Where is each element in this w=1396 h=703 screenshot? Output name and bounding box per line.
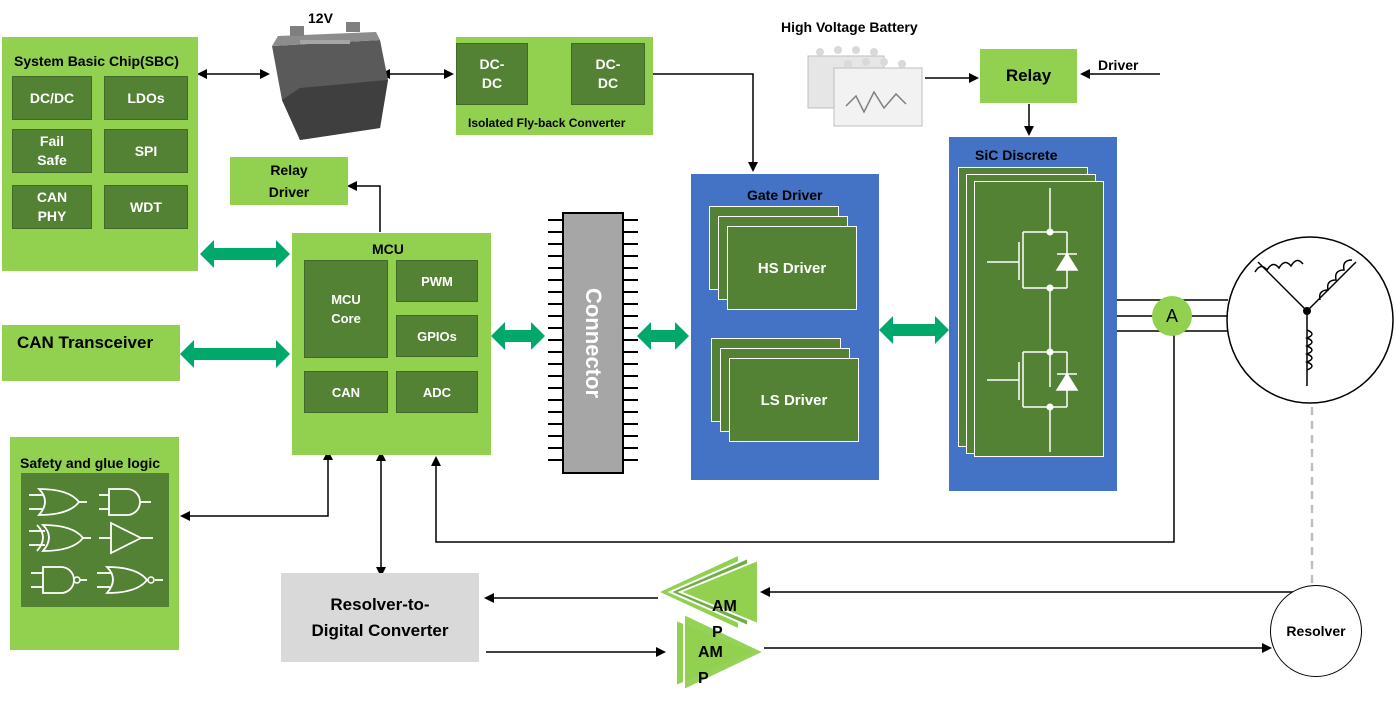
connector-label: Connector [581, 288, 606, 398]
mcu-connector-bus [491, 322, 545, 350]
can-transceiver-label: CAN Transceiver [17, 333, 154, 352]
sbc-fail-safe: Fail Safe [12, 129, 92, 173]
connector-block: Connector [562, 212, 624, 474]
gate-driver-title: Gate Driver [747, 187, 823, 203]
mcu-gpios: GPIOs [396, 315, 478, 357]
mcu-relay-driver-link [347, 181, 381, 232]
dcdc-primary: DC- DC [456, 43, 528, 105]
current-feedback-link [431, 333, 1175, 543]
amp-bottom-icon [675, 612, 767, 692]
battery-12v-icon [272, 22, 388, 140]
motor-icon [1226, 236, 1394, 404]
sic-module [974, 181, 1104, 457]
sbc-title: System Basic Chip(SBC) [14, 53, 179, 69]
can-mcu-bus [180, 340, 290, 368]
driver-label: Driver [1098, 57, 1139, 73]
relay-driver-block: Relay Driver [230, 157, 348, 205]
amp-top-label: AM P [712, 598, 737, 641]
mcu-core: MCU Core [304, 260, 388, 358]
mcu-pwm: PWM [396, 260, 478, 302]
mosfet-halfbridge-icon [987, 188, 1079, 452]
sic-title: SiC Discrete [975, 147, 1058, 163]
hv-battery-label: High Voltage Battery [781, 19, 918, 35]
sbc-spi: SPI [104, 129, 188, 173]
flyback-converter-block: DC- DC DC- DC Isolated Fly-back Converte… [456, 37, 653, 135]
amp-bottom-label: AM P [698, 644, 723, 687]
sbc-mcu-bus [200, 240, 290, 268]
safety-title: Safety and glue logic [20, 455, 161, 471]
dcdc-gate-driver-link [653, 73, 758, 172]
relay-block: Relay [980, 49, 1077, 103]
green-bus-arrows [180, 240, 949, 368]
connector-pins [548, 219, 638, 461]
sbc-dcdc: DC/DC [12, 76, 92, 120]
hs-driver: HS Driver [727, 226, 857, 310]
rdc-block: Resolver-to- Digital Converter [281, 573, 479, 662]
sbc-can-phy: CAN PHY [12, 185, 92, 229]
mcu-safety-link [180, 450, 333, 521]
connector-gate-bus [637, 322, 689, 350]
logic-gates-icon [29, 488, 163, 594]
sbc-wdt: WDT [104, 185, 188, 229]
mcu-adc: ADC [396, 371, 478, 413]
ls-driver: LS Driver [729, 358, 859, 442]
sbc-block: System Basic Chip(SBC) DC/DC LDOs Fail S… [2, 37, 198, 271]
gate-driver-block: Gate Driver HS Driver LS Driver [691, 174, 879, 480]
sic-discrete-block: SiC Discrete [949, 137, 1117, 491]
hv-battery-icon [807, 46, 923, 127]
flyback-caption: Isolated Fly-back Converter [468, 116, 626, 130]
safety-logic-block: Safety and glue logic [10, 437, 179, 650]
mcu-can: CAN [304, 371, 388, 413]
resolver-block: Resolver [1270, 585, 1362, 677]
battery-12v-label: 12V [308, 10, 333, 26]
sbc-ldos: LDOs [104, 76, 188, 120]
gate-sic-bus [879, 316, 949, 344]
can-transceiver-block: CAN Transceiver [2, 325, 180, 381]
mcu-title: MCU [372, 241, 404, 257]
mcu-block: MCU MCU Core PWM GPIOs CAN ADC [292, 233, 491, 455]
logic-gates-panel [21, 473, 169, 607]
ammeter: A [1152, 296, 1192, 336]
amp-top-icon [660, 556, 759, 628]
dcdc-secondary: DC- DC [571, 43, 645, 105]
